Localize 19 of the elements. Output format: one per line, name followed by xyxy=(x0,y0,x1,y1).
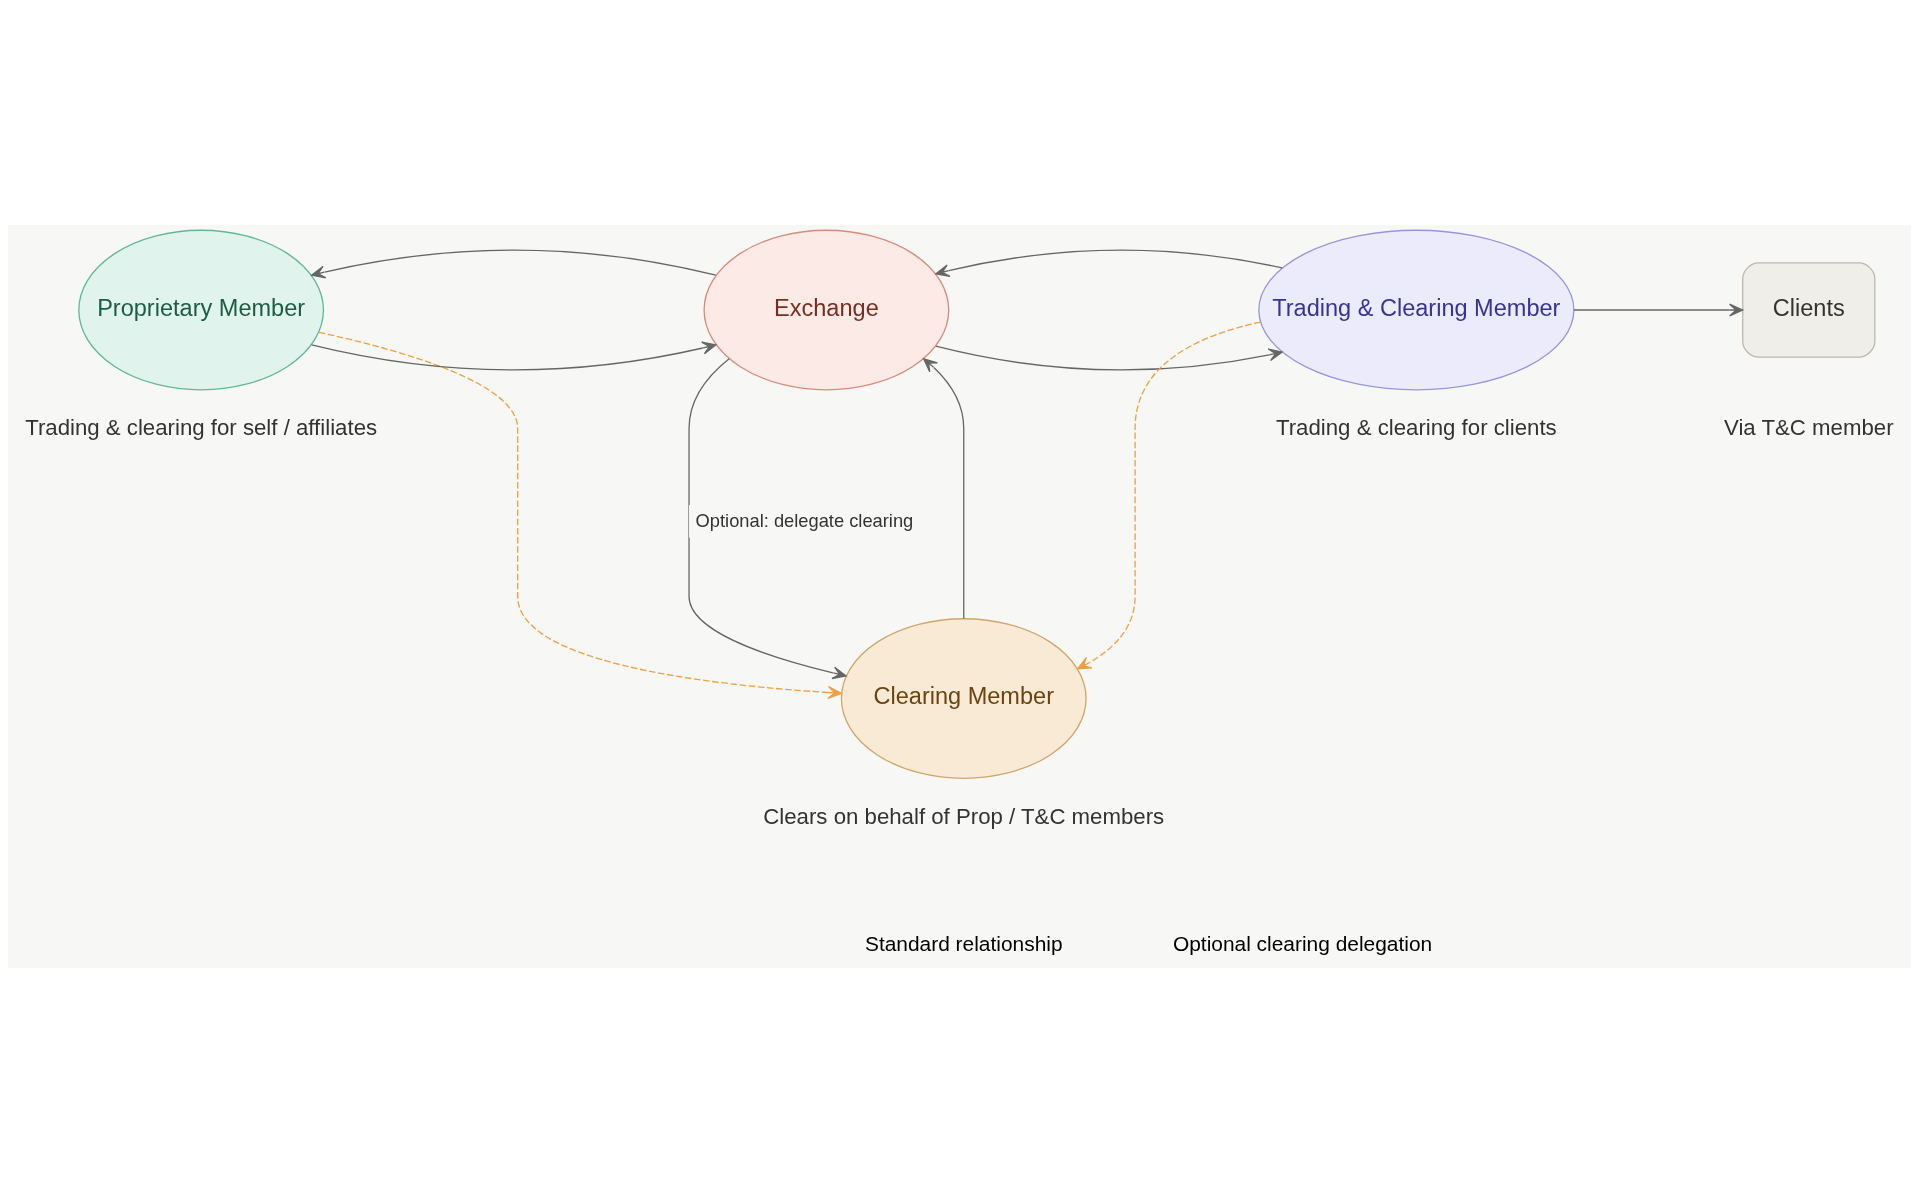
edge-label: Optional: delegate clearing xyxy=(695,509,914,531)
node-label: Trading & clearing for self / affiliates xyxy=(25,414,378,440)
arrow xyxy=(935,249,1283,277)
node-label: Clears on behalf of Prop / T&C members xyxy=(763,803,1165,829)
arrow xyxy=(688,357,847,679)
node-box: Clients xyxy=(1742,261,1876,358)
node-ellipse: Clearing Member xyxy=(840,617,1087,779)
node-ellipse: Trading & Clearing Member xyxy=(1258,229,1575,390)
arrow xyxy=(1573,303,1744,317)
arrow xyxy=(923,357,965,619)
legend-label: Standard relationship xyxy=(864,931,1063,955)
arrow xyxy=(935,345,1283,370)
node-label: Trading & clearing for clients xyxy=(1275,414,1557,440)
arrow xyxy=(318,331,842,699)
arrow xyxy=(311,249,717,279)
arrow xyxy=(311,341,717,370)
arrow xyxy=(1076,320,1262,669)
legend-label: Optional clearing delegation xyxy=(1172,931,1433,955)
node-label: Via T&C member xyxy=(1723,414,1894,440)
